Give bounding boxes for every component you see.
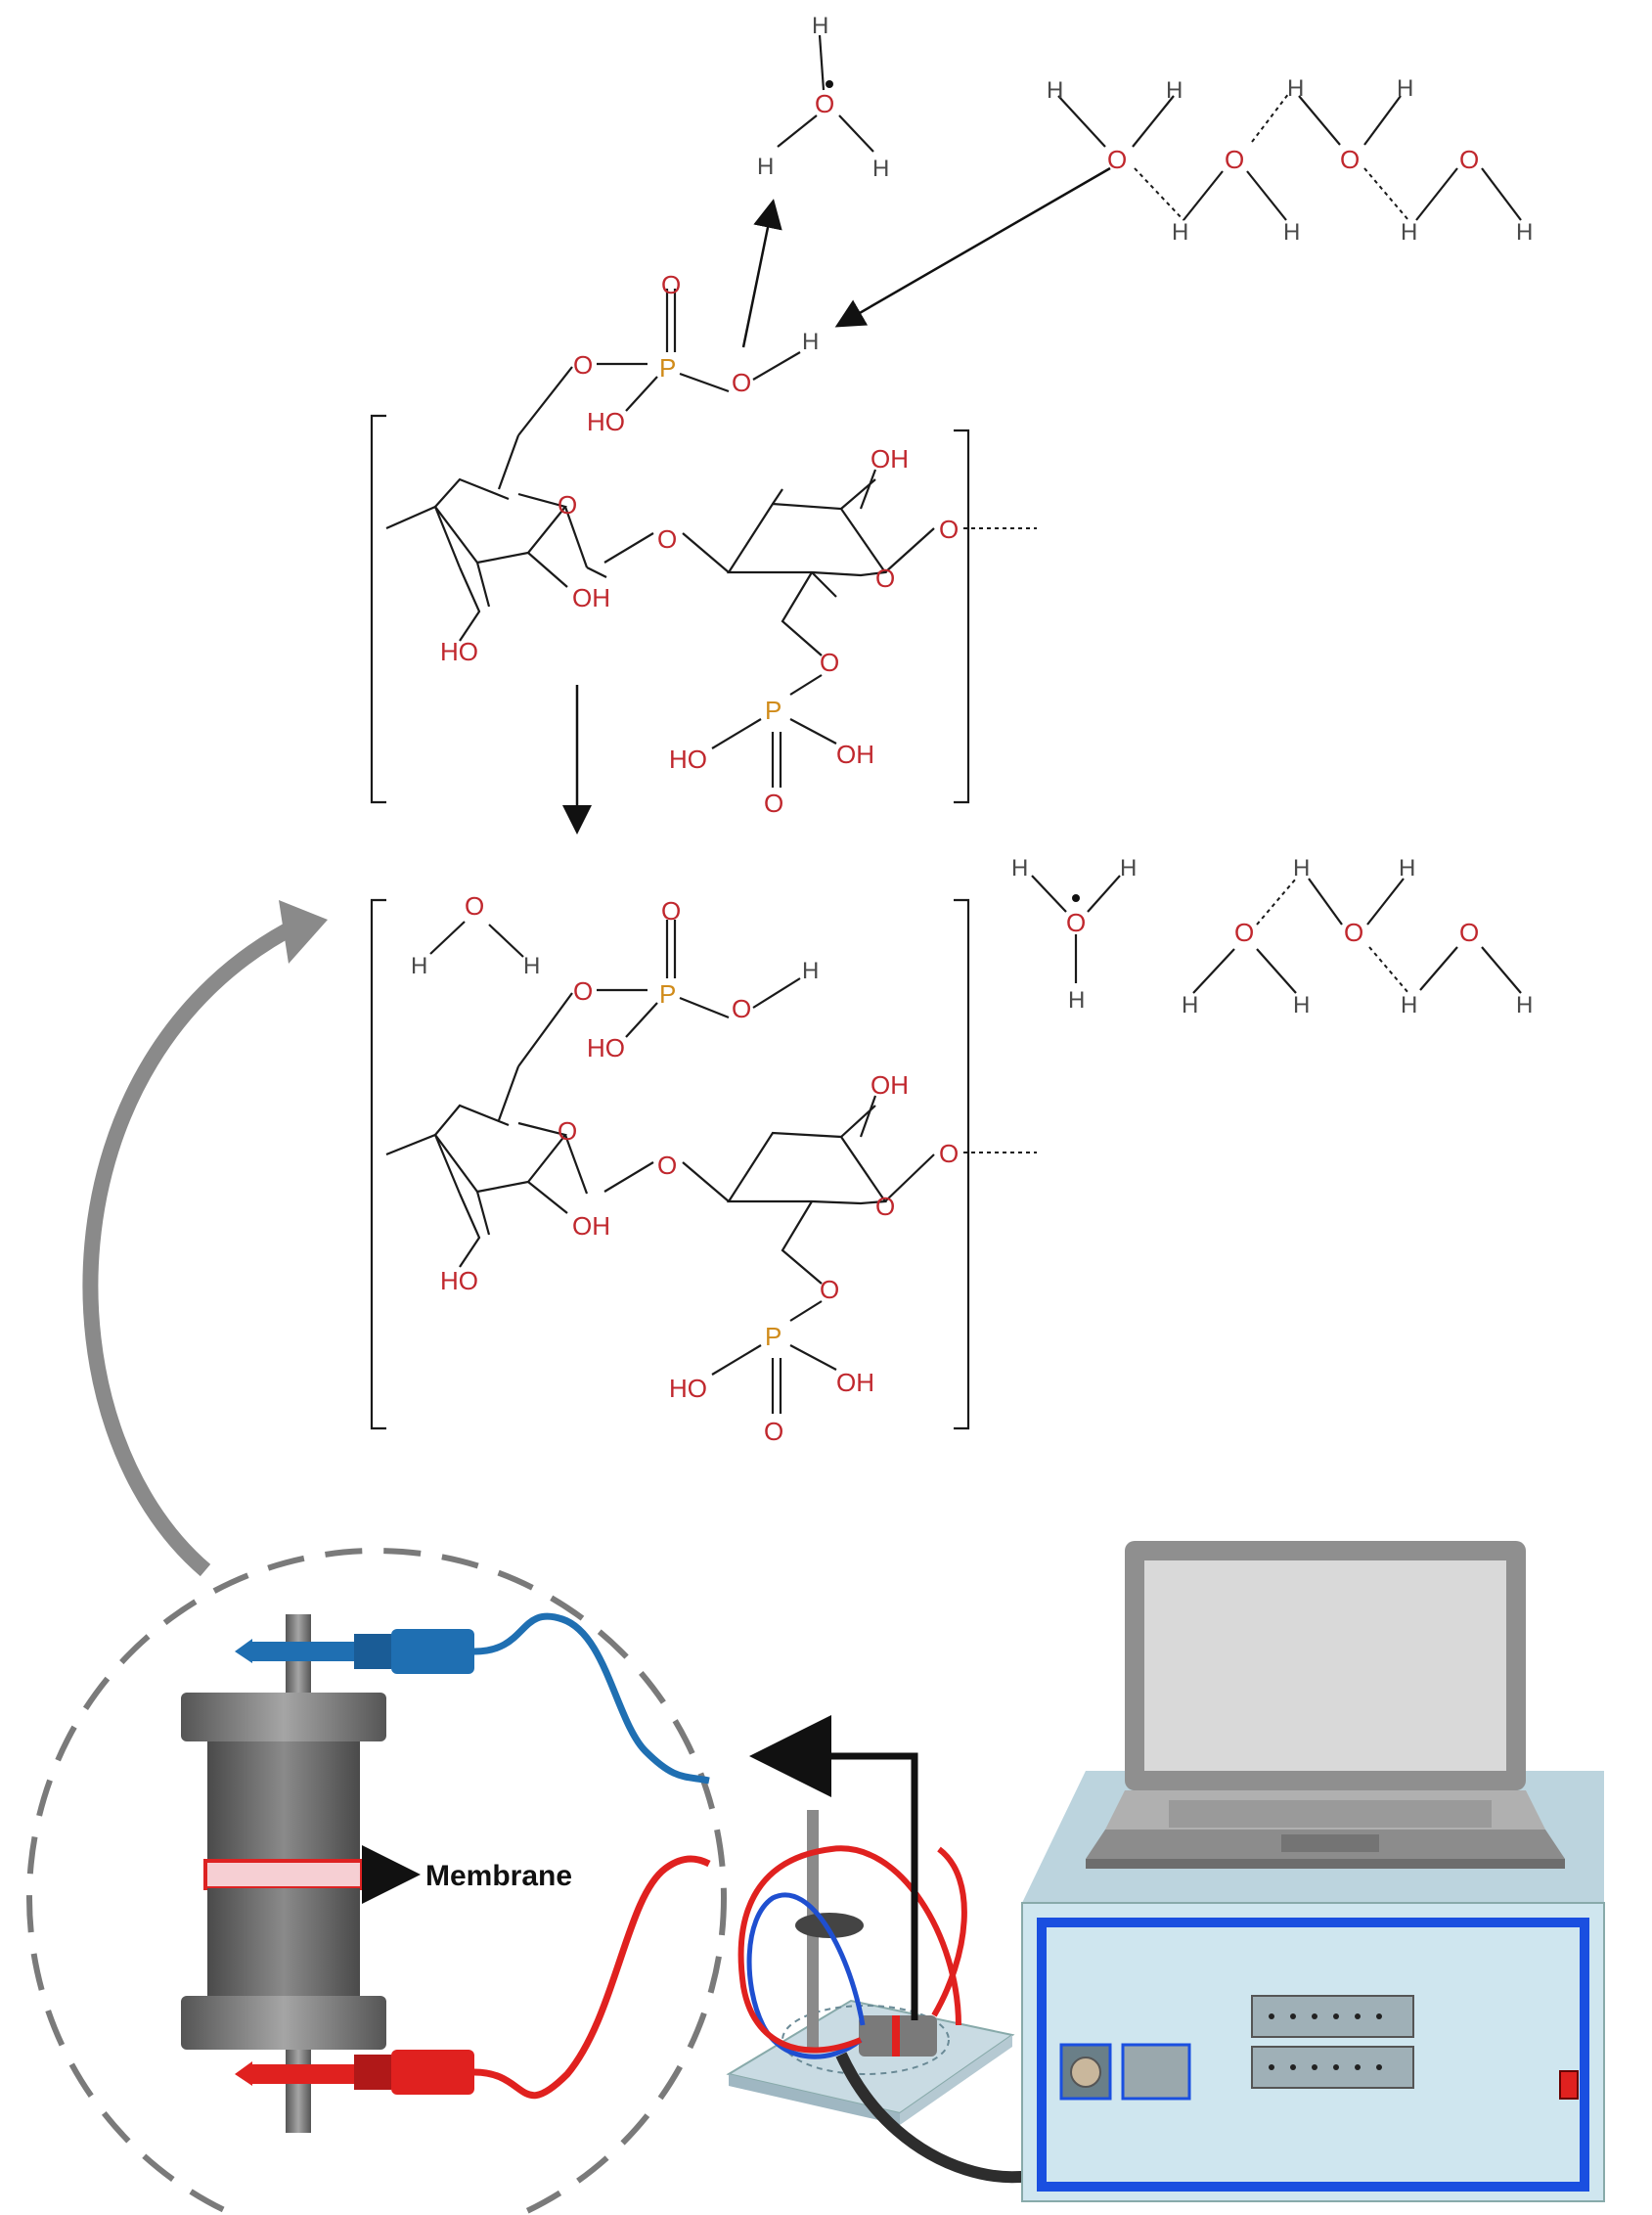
atom-h: H xyxy=(1182,992,1198,1018)
stand-red-wire xyxy=(737,1845,961,2054)
phosphorylated-polymer-bottom: O H H O O P O H HO O OH HO O xyxy=(370,891,1037,1446)
atom-h: H xyxy=(1166,77,1183,104)
group-oh: OH xyxy=(871,444,909,474)
atom-p: P xyxy=(659,353,676,383)
atom-o: O xyxy=(573,976,593,1006)
arrow-water-attack xyxy=(834,166,1111,328)
atom-o: O xyxy=(1459,145,1479,174)
atom-o: O xyxy=(1107,145,1127,174)
blue-probe-connector xyxy=(235,1629,474,1674)
atom-h: H xyxy=(1516,219,1533,246)
laptop-icon xyxy=(1086,1541,1565,1869)
atom-h: H xyxy=(1287,75,1304,102)
group-oh: OH xyxy=(836,740,874,769)
group-ho: HO xyxy=(669,745,707,774)
atom-h: H xyxy=(872,156,889,182)
conductivity-cell-icon xyxy=(181,1614,386,2133)
atom-h: H xyxy=(1401,992,1417,1018)
group-oh: OH xyxy=(871,1070,909,1100)
blue-wire xyxy=(473,1612,710,1785)
atom-o: O xyxy=(939,1139,959,1168)
atom-h: H xyxy=(757,154,774,180)
atom-o: O xyxy=(820,648,839,677)
arrow-proton-release xyxy=(741,199,782,348)
atom-o: O xyxy=(1459,918,1479,947)
atom-o: O xyxy=(657,1151,677,1180)
atom-o: O xyxy=(732,994,751,1023)
atom-h: H xyxy=(1293,855,1310,881)
curved-arrow-head xyxy=(279,900,328,964)
atom-p: P xyxy=(765,1322,781,1351)
group-ho: HO xyxy=(440,1266,478,1295)
atom-o: O xyxy=(1066,908,1086,937)
atom-o: O xyxy=(661,896,681,926)
group-oh: OH xyxy=(572,1211,610,1241)
red-wire xyxy=(473,1855,711,2100)
stand-blue-wire xyxy=(746,1892,866,2059)
atom-o: O xyxy=(875,1192,895,1221)
atom-h: H xyxy=(411,953,427,979)
hydronium-bottom: H H O H xyxy=(1011,855,1137,1014)
group-oh: OH xyxy=(572,583,610,612)
hydronium-top: H O H H xyxy=(757,13,889,182)
atom-h: H xyxy=(802,329,819,355)
water-chain-bottom: H O H H H O H O H xyxy=(1182,855,1533,1018)
water-chain-top: H H O H O H H H O H O H xyxy=(1047,75,1533,246)
atom-p: P xyxy=(659,979,676,1009)
atom-h: H xyxy=(1397,75,1413,102)
zoom-circle xyxy=(26,1548,727,2215)
atom-o: O xyxy=(661,270,681,299)
atom-o: O xyxy=(764,789,783,818)
atom-o: O xyxy=(875,564,895,593)
atom-o: O xyxy=(558,490,577,520)
zoom-link-arrow xyxy=(749,1715,918,2020)
atom-o: O xyxy=(764,1417,783,1446)
atom-h: H xyxy=(1068,987,1085,1014)
atom-h: H xyxy=(1401,219,1417,246)
atom-o: O xyxy=(939,515,959,544)
atom-h: H xyxy=(812,13,828,39)
atom-o: O xyxy=(1225,145,1244,174)
atom-o: O xyxy=(558,1116,577,1146)
group-ho: HO xyxy=(669,1374,707,1403)
red-probe-connector xyxy=(235,2050,474,2095)
curved-zoom-arrow xyxy=(82,917,302,1577)
stand-red-wire-2 xyxy=(931,1846,967,2017)
atom-p: P xyxy=(765,696,781,725)
atom-h: H xyxy=(1011,855,1028,881)
atom-o: O xyxy=(732,368,751,397)
stand-icon xyxy=(726,1810,1015,2125)
atom-h: H xyxy=(1120,855,1137,881)
atom-h: H xyxy=(1047,77,1063,104)
atom-o: O xyxy=(815,89,834,118)
atom-o: O xyxy=(1340,145,1360,174)
atom-o: O xyxy=(1234,918,1254,947)
group-ho: HO xyxy=(587,1033,625,1062)
atom-o: O xyxy=(1344,918,1363,947)
atom-o: O xyxy=(465,891,484,921)
atom-h: H xyxy=(523,953,540,979)
atom-h: H xyxy=(1293,992,1310,1018)
atom-h: H xyxy=(802,958,819,984)
group-oh: OH xyxy=(836,1368,874,1397)
group-ho: HO xyxy=(440,637,478,666)
group-ho: HO xyxy=(587,407,625,436)
phosphorylated-polymer-top: O O P O H HO O OH HO O OH O O xyxy=(370,270,1037,818)
atom-o: O xyxy=(573,350,593,380)
atom-h: H xyxy=(1399,855,1415,881)
atom-o: O xyxy=(820,1275,839,1304)
atom-h: H xyxy=(1283,219,1300,246)
atom-h: H xyxy=(1516,992,1533,1018)
atom-h: H xyxy=(1172,219,1188,246)
membrane-label: Membrane xyxy=(425,1860,572,1892)
atom-o: O xyxy=(657,524,677,554)
